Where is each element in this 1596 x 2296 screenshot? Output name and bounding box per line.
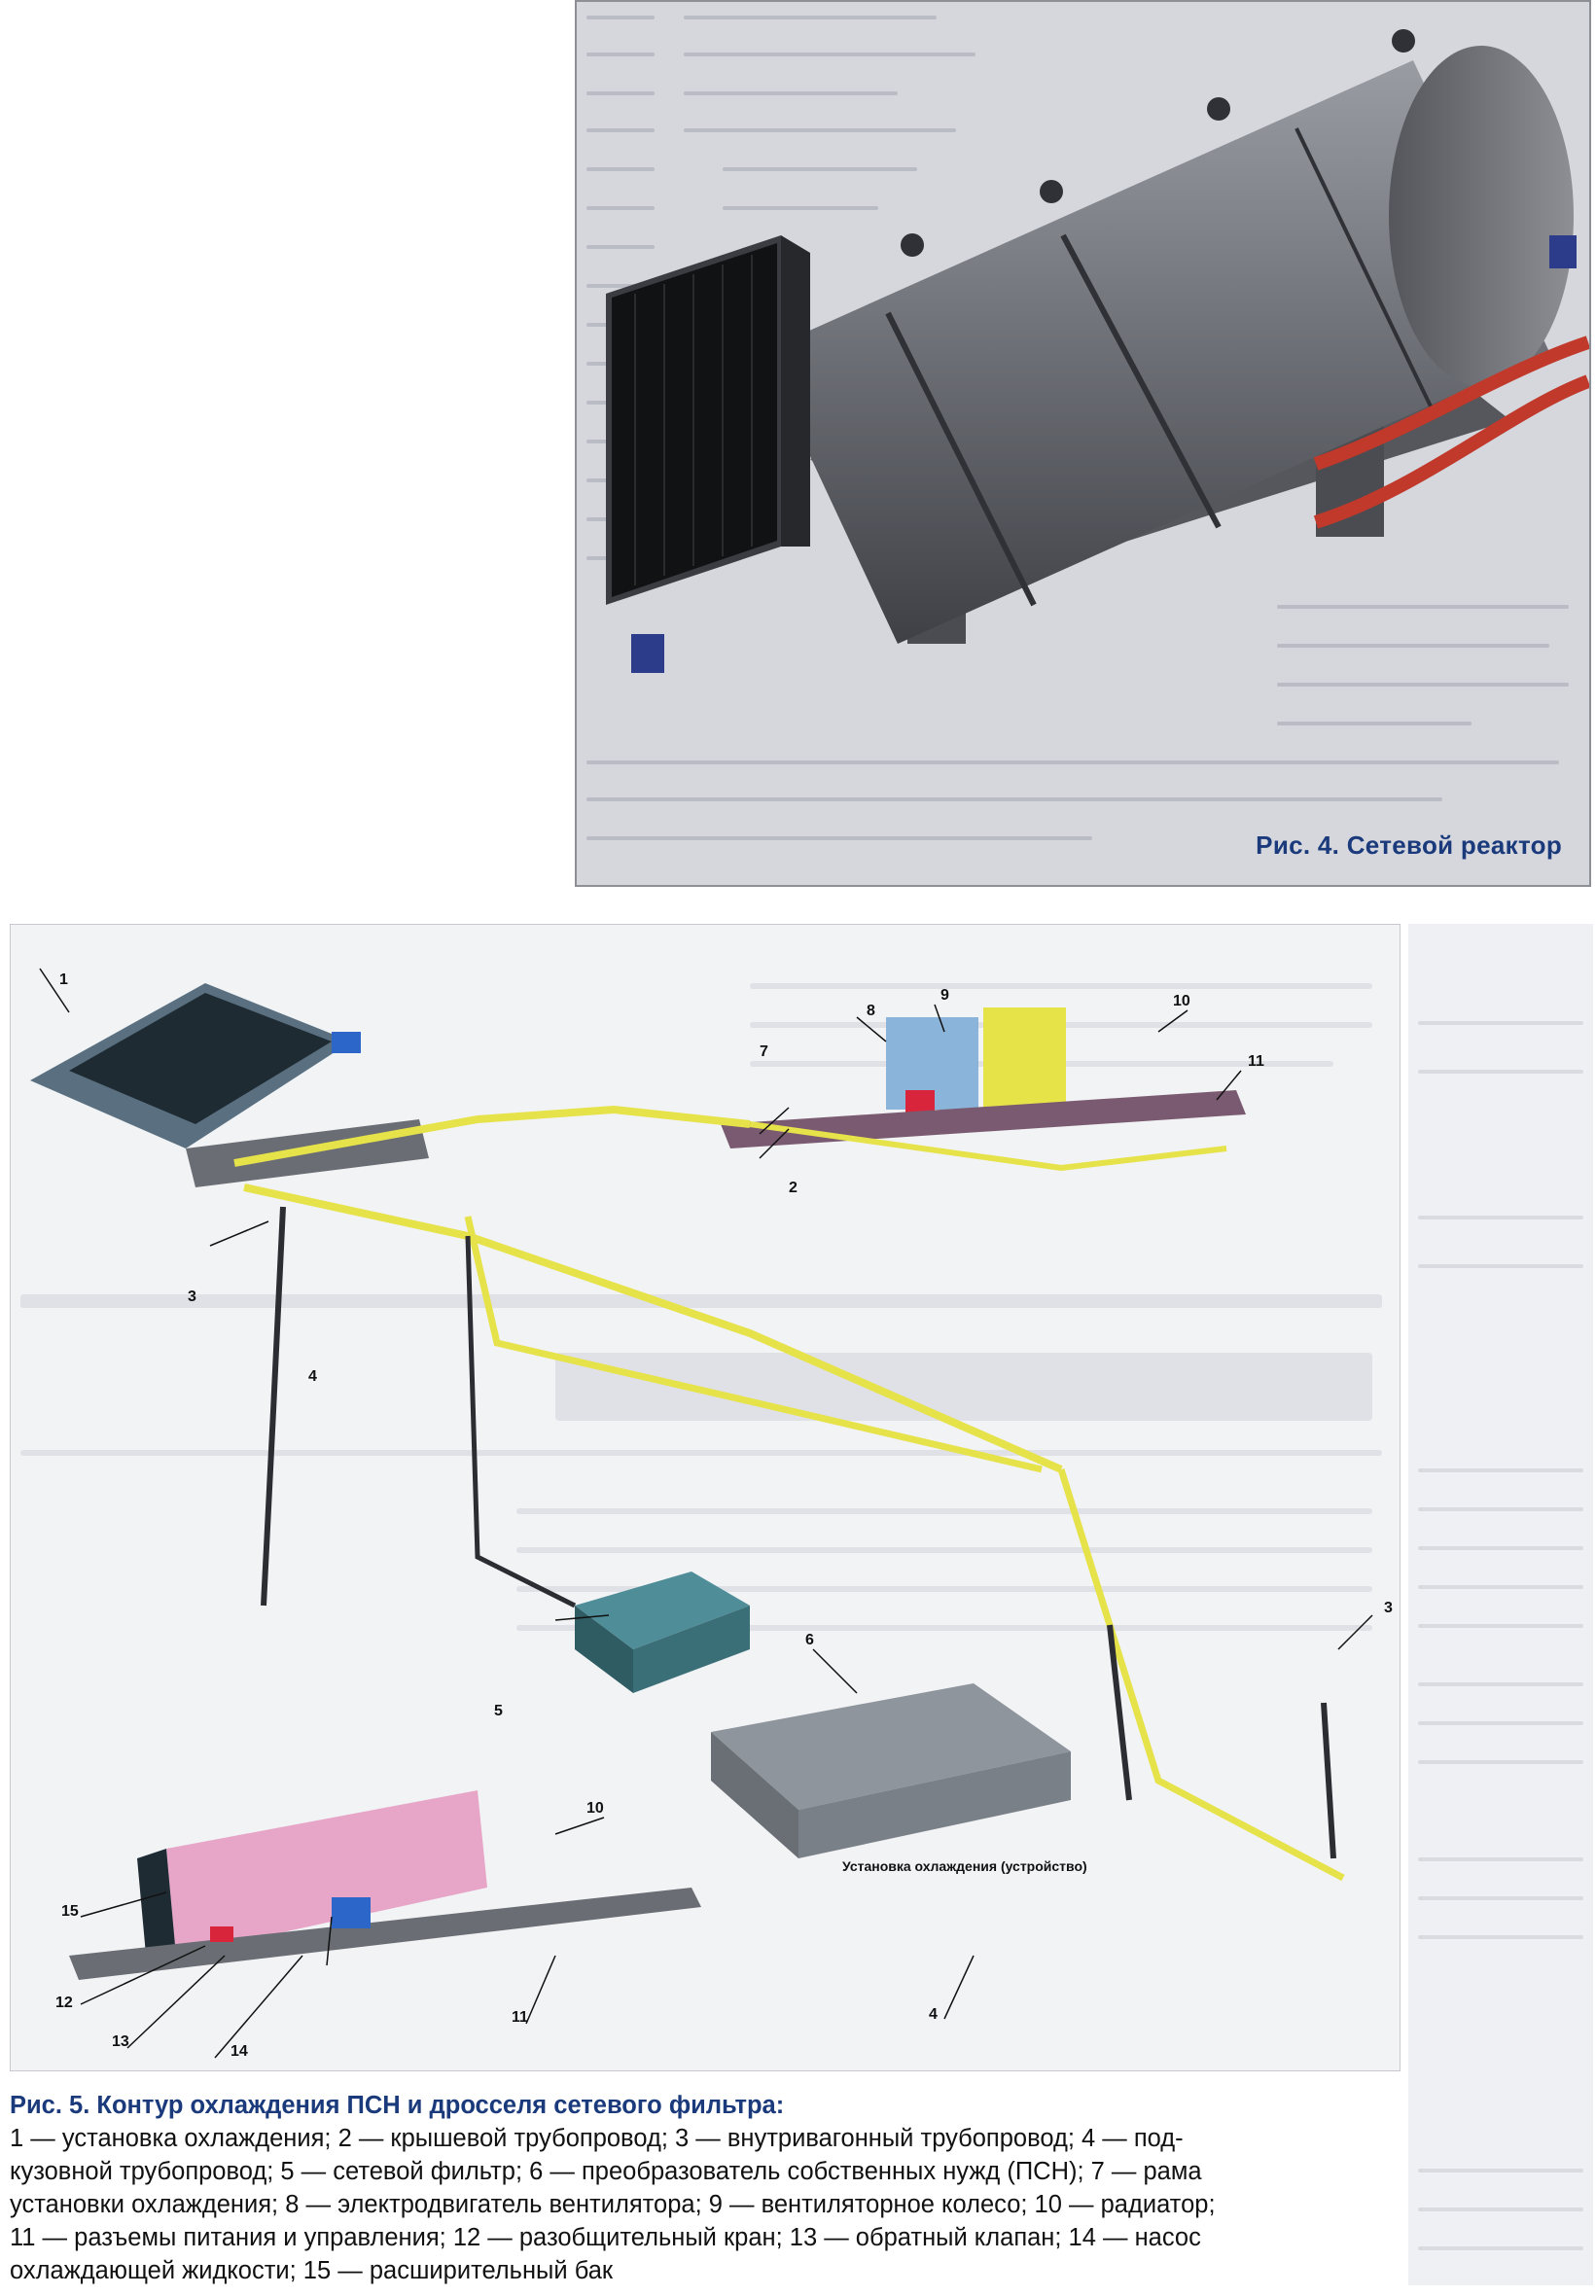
callout-4: 4 [308,1368,317,1385]
callout-11: 11 [1248,1053,1264,1070]
network-reactor-drawing [606,29,1589,673]
blue-connector [1549,235,1577,268]
callout-13: 13 [112,2033,129,2050]
callout-4b: 4 [929,2006,938,2023]
red-hose [1313,336,1589,471]
callout-11b: 11 [512,2009,528,2026]
callout-1: 1 [59,971,68,988]
callout-3b: 3 [1384,1600,1393,1616]
callout-6: 6 [805,1632,814,1648]
callout-9: 9 [940,987,949,1004]
inner-pipeline [261,1206,286,1607]
figure-4-caption: Рис. 4. Сетевой реактор [1256,830,1562,860]
caption-line: охлаждающей жидкости; 15 — расширительны… [10,2257,614,2284]
caption-line: кузовной трубопровод; 5 — сетевой фильтр… [10,2158,1202,2185]
caption-line: 1 — установка охлаждения; 2 — крышевой т… [10,2125,1184,2152]
radiator-bottom [166,1790,487,1956]
callout-3: 3 [188,1289,196,1305]
callout-5: 5 [494,1703,503,1719]
pump [332,1897,371,1928]
callout-12: 12 [55,1995,73,2011]
callout-10: 10 [1173,993,1190,1009]
figure-5-caption: Рис. 5. Контур охлаждения ПСН и дросселя… [10,2089,1401,2287]
caption-line: установки охлаждения; 8 — электродвигате… [10,2191,1216,2218]
figure-5: Установка охлаждения (устройство) 1 2 3 … [10,924,1401,2071]
callout-15: 15 [61,1903,79,1920]
background-page-text-right [1408,924,1593,2285]
line-filter [575,1572,750,1649]
caption-line: 11 — разъемы питания и управления; 12 — … [10,2224,1201,2251]
callout-7: 7 [760,1043,768,1060]
callout-2: 2 [789,1180,798,1196]
figure-5-caption-title: Рис. 5. Контур охлаждения ПСН и дросселя… [10,2092,785,2119]
figure-4: Рис. 4. Сетевой реактор [575,0,1591,887]
callout-10b: 10 [586,1800,604,1817]
cooling-circuit-drawing [20,968,1382,2059]
cooling-unit-title: Установка охлаждения (устройство) [842,1858,1087,1874]
end-cap [1389,46,1574,386]
callout-14: 14 [231,2043,248,2060]
roof-pipeline [233,1105,751,1167]
converter-psn [711,1683,1071,1810]
reactor-cylinder [762,60,1549,644]
callout-8: 8 [867,1003,875,1019]
